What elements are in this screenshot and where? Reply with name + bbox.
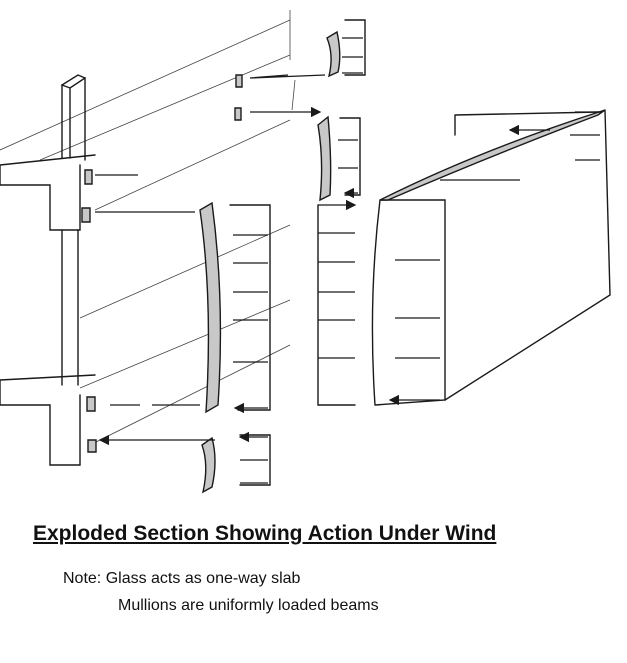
note-line-2: Mullions are uniformly loaded beams (118, 597, 379, 614)
wind-load-arrows[interactable] (95, 19, 602, 486)
note-line-1: Note: Glass acts as one-way slab (63, 570, 301, 587)
building-structure (0, 10, 296, 466)
diagram-title: Exploded Section Showing Action Under Wi… (33, 522, 497, 545)
mullions (199, 30, 341, 494)
glass-panel (371, 109, 611, 406)
